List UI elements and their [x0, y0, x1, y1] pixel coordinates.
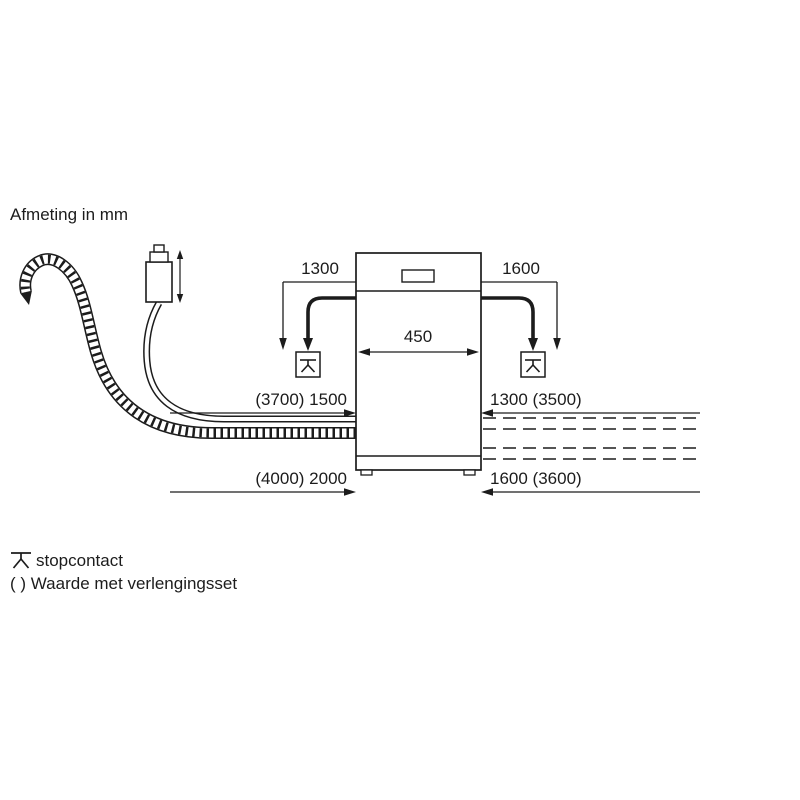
tap-valve	[145, 244, 184, 303]
socket-box-left	[295, 351, 321, 378]
width-dimension: 450	[358, 327, 479, 356]
socket-right-label: 1600	[502, 259, 540, 278]
drain-right-dimension: 1600 (3600)	[481, 469, 700, 496]
legend-socket-label: stopcontact	[36, 551, 123, 570]
drain-hose-arrowhead	[20, 290, 32, 305]
supply-hose-core	[144, 302, 356, 421]
power-cable-left	[303, 296, 356, 351]
socket-legend-icon	[11, 552, 31, 569]
drain-right-label: 1600 (3600)	[490, 469, 582, 488]
supply-left-dimension: (3700) 1500	[170, 390, 356, 417]
supply-right-dimension: 1300 (3500)	[481, 390, 700, 417]
socket-box-right	[520, 351, 546, 378]
foot-right	[463, 469, 476, 476]
supply-left-label: (3700) 1500	[255, 390, 347, 409]
width-dimension-label: 450	[404, 327, 432, 346]
socket-icon	[300, 359, 316, 373]
socket-right-dimension: 1600	[481, 259, 561, 350]
foot-left	[360, 469, 373, 476]
supply-right-label: 1300 (3500)	[490, 390, 582, 409]
drain-hose-corrugation	[20, 254, 356, 438]
tap-height-arrow	[176, 250, 184, 303]
dishwasher-body	[355, 252, 482, 471]
drain-left-dimension: (4000) 2000	[170, 469, 356, 496]
legend-extension-note: ( ) Waarde met verlengingsset	[10, 574, 237, 593]
drain-hose	[19, 253, 356, 439]
dishwasher	[355, 252, 482, 476]
tap-fitting	[149, 251, 169, 263]
socket-left-dimension: 1300	[279, 259, 356, 350]
tap-cap	[153, 244, 165, 253]
power-cable-right	[481, 296, 538, 351]
valve-box	[145, 261, 173, 303]
socket-left-label: 1300	[301, 259, 339, 278]
legend: stopcontact ( ) Waarde met verlengingsse…	[10, 551, 237, 593]
diagram-title: Afmeting in mm	[10, 205, 128, 224]
supply-hose	[143, 301, 356, 423]
hose-extension-dashes	[483, 417, 698, 460]
socket-icon	[525, 359, 541, 373]
drain-left-label: (4000) 2000	[255, 469, 347, 488]
door-handle	[401, 269, 435, 283]
